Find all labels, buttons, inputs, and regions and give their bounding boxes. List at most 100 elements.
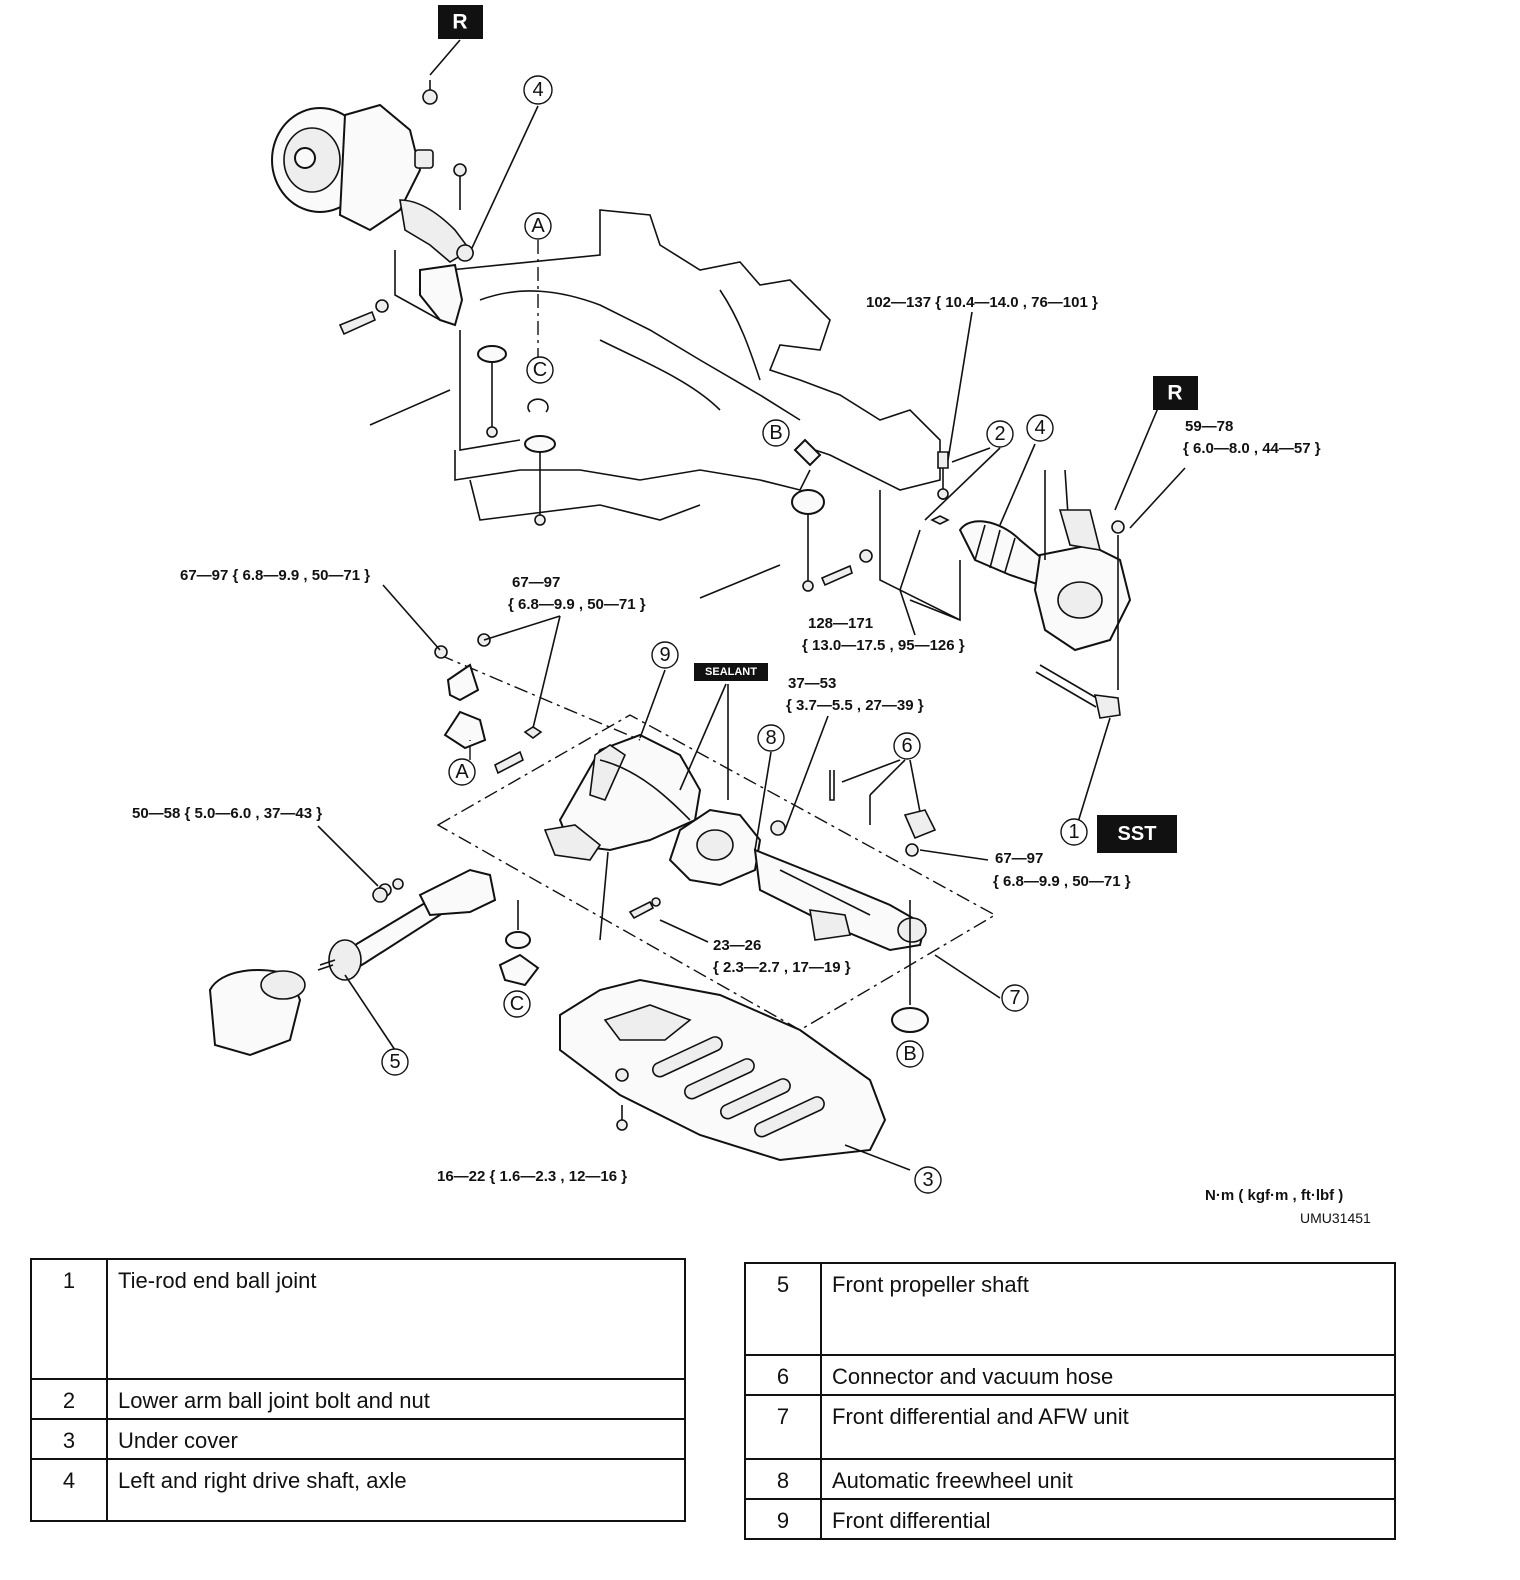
callout-c-top: C	[526, 356, 554, 384]
figure-code: UMU31451	[1300, 1210, 1371, 1226]
mount-insulator-c	[524, 398, 556, 526]
svg-text:R: R	[1167, 382, 1182, 405]
torque-label-8a: 67—97	[995, 850, 1043, 867]
legend-number: 2	[30, 1378, 108, 1420]
legend-part-name: Under cover	[106, 1418, 686, 1460]
legend-row: 2 Lower arm ball joint bolt and nut	[30, 1378, 686, 1420]
legend-row: 5 Front propeller shaft	[744, 1262, 1396, 1356]
torque-label-4b: { 6.8—9.9 , 50—71 }	[508, 596, 646, 613]
torque-label-9b: { 2.3—2.7 , 17—19 }	[713, 959, 851, 976]
torque-label-7: 50—58 { 5.0—6.0 , 37—43 }	[132, 805, 322, 822]
left-hub-knuckle-assembly	[271, 80, 474, 336]
mount-lower-set	[434, 633, 929, 1033]
torque-label-9a: 23—26	[713, 937, 761, 954]
callout-4-right: 4	[1026, 414, 1054, 442]
torque-label-2a: 59—78	[1185, 418, 1233, 435]
legend-number: 9	[744, 1498, 822, 1540]
legend-row: 6 Connector and vacuum hose	[744, 1354, 1396, 1396]
callout-4-top: 4	[523, 75, 553, 105]
legend-row: 9 Front differential	[744, 1498, 1396, 1540]
legend-part-name: Tie-rod end ball joint	[106, 1258, 686, 1380]
svg-text:5: 5	[389, 1051, 400, 1073]
vehicle-frame-outline	[369, 209, 961, 622]
callout-7: 7	[1001, 984, 1029, 1012]
legend-number: 3	[30, 1418, 108, 1460]
torque-label-4a: 67—97	[512, 574, 560, 591]
torque-label-6a: 37—53	[788, 675, 836, 692]
sealant-badge: SEALANT	[694, 663, 768, 681]
exploded-diagram: R R SST SEALANT 4 A C B 2 4 9 8 6 A 1	[132, 5, 1371, 1226]
svg-text:4: 4	[532, 79, 543, 101]
torque-label-5a: 128—171	[808, 615, 873, 632]
legend-number: 7	[744, 1394, 822, 1460]
mount-insulator-a	[477, 240, 539, 438]
callout-b-top: B	[762, 419, 790, 447]
legend-number: 8	[744, 1458, 822, 1500]
torque-units: N·m ( kgf·m , ft·lbf )	[1205, 1187, 1343, 1204]
torque-label-3: 67—97 { 6.8—9.9 , 50—71 }	[180, 567, 370, 584]
legend-part-name: Connector and vacuum hose	[820, 1354, 1396, 1396]
svg-text:A: A	[455, 761, 469, 783]
torque-label-2b: { 6.0—8.0 , 44—57 }	[1183, 440, 1321, 457]
legend-number: 4	[30, 1458, 108, 1522]
legend-part-name: Front differential	[820, 1498, 1396, 1540]
front-differential	[543, 733, 702, 861]
torque-label-8b: { 6.8—9.9 , 50—71 }	[993, 873, 1131, 890]
r-badge-top: R	[438, 5, 483, 39]
callout-6: 6	[893, 732, 921, 760]
parts-legend-left: 1 Tie-rod end ball joint 2 Lower arm bal…	[30, 1258, 686, 1522]
callout-c-bottom: C	[503, 990, 531, 1018]
front-propeller-shaft	[317, 868, 497, 981]
lower-arm-ball-joint-bolt	[930, 451, 950, 525]
right-drive-shaft-knuckle	[958, 469, 1132, 690]
legend-row: 8 Automatic freewheel unit	[744, 1458, 1396, 1500]
sst-badge: SST	[1097, 815, 1177, 853]
svg-text:9: 9	[659, 644, 670, 666]
svg-text:3: 3	[922, 1169, 933, 1191]
torque-label-10: 16—22 { 1.6—2.3 , 12—16 }	[437, 1168, 627, 1185]
connector-vacuum-hose	[829, 770, 937, 840]
under-cover	[559, 978, 887, 1162]
svg-text:6: 6	[901, 735, 912, 757]
callout-5: 5	[381, 1048, 409, 1076]
mount-insulator-b	[791, 438, 873, 592]
callout-b-bottom: B	[896, 1040, 924, 1068]
legend-part-name: Front propeller shaft	[820, 1262, 1396, 1356]
legend-row: 3 Under cover	[30, 1418, 686, 1460]
legend-row: 7 Front differential and AFW unit	[744, 1394, 1396, 1460]
torque-label-6b: { 3.7—5.5 , 27—39 }	[786, 697, 924, 714]
front-differential-afw-outline	[436, 714, 997, 1031]
svg-text:1: 1	[1068, 821, 1079, 843]
callout-3: 3	[914, 1166, 942, 1194]
transmission-output	[208, 969, 306, 1057]
legend-part-name: Lower arm ball joint bolt and nut	[106, 1378, 686, 1420]
callout-9: 9	[651, 641, 679, 669]
svg-text:SEALANT: SEALANT	[705, 666, 757, 678]
callout-8: 8	[757, 724, 785, 752]
legend-number: 6	[744, 1354, 822, 1396]
callout-1: 1	[1060, 818, 1088, 846]
legend-row: 1 Tie-rod end ball joint	[30, 1258, 686, 1380]
svg-text:B: B	[903, 1043, 916, 1065]
svg-text:8: 8	[765, 727, 776, 749]
legend-part-name: Automatic freewheel unit	[820, 1458, 1396, 1500]
legend-part-name: Front differential and AFW unit	[820, 1394, 1396, 1460]
parts-legend-right: 5 Front propeller shaft 6 Connector and …	[744, 1262, 1396, 1540]
svg-text:7: 7	[1009, 987, 1020, 1009]
r-badge-right: R	[1153, 376, 1198, 410]
legend-number: 5	[744, 1262, 822, 1356]
legend-part-name: Left and right drive shaft, axle	[106, 1458, 686, 1522]
callout-a-bottom: A	[448, 758, 476, 786]
misc-fasteners	[372, 887, 661, 920]
svg-text:SST: SST	[1118, 823, 1157, 845]
leader-lines	[317, 39, 1186, 1171]
svg-text:R: R	[452, 11, 467, 34]
automatic-freewheel-unit	[668, 808, 927, 952]
svg-text:A: A	[531, 215, 545, 237]
torque-label-1: 102—137 { 10.4—14.0 , 76—101 }	[866, 294, 1098, 311]
svg-text:B: B	[769, 422, 782, 444]
legend-row: 4 Left and right drive shaft, axle	[30, 1458, 686, 1522]
svg-text:2: 2	[994, 423, 1005, 445]
callout-2: 2	[986, 420, 1014, 448]
tie-rod-end	[1035, 664, 1121, 719]
